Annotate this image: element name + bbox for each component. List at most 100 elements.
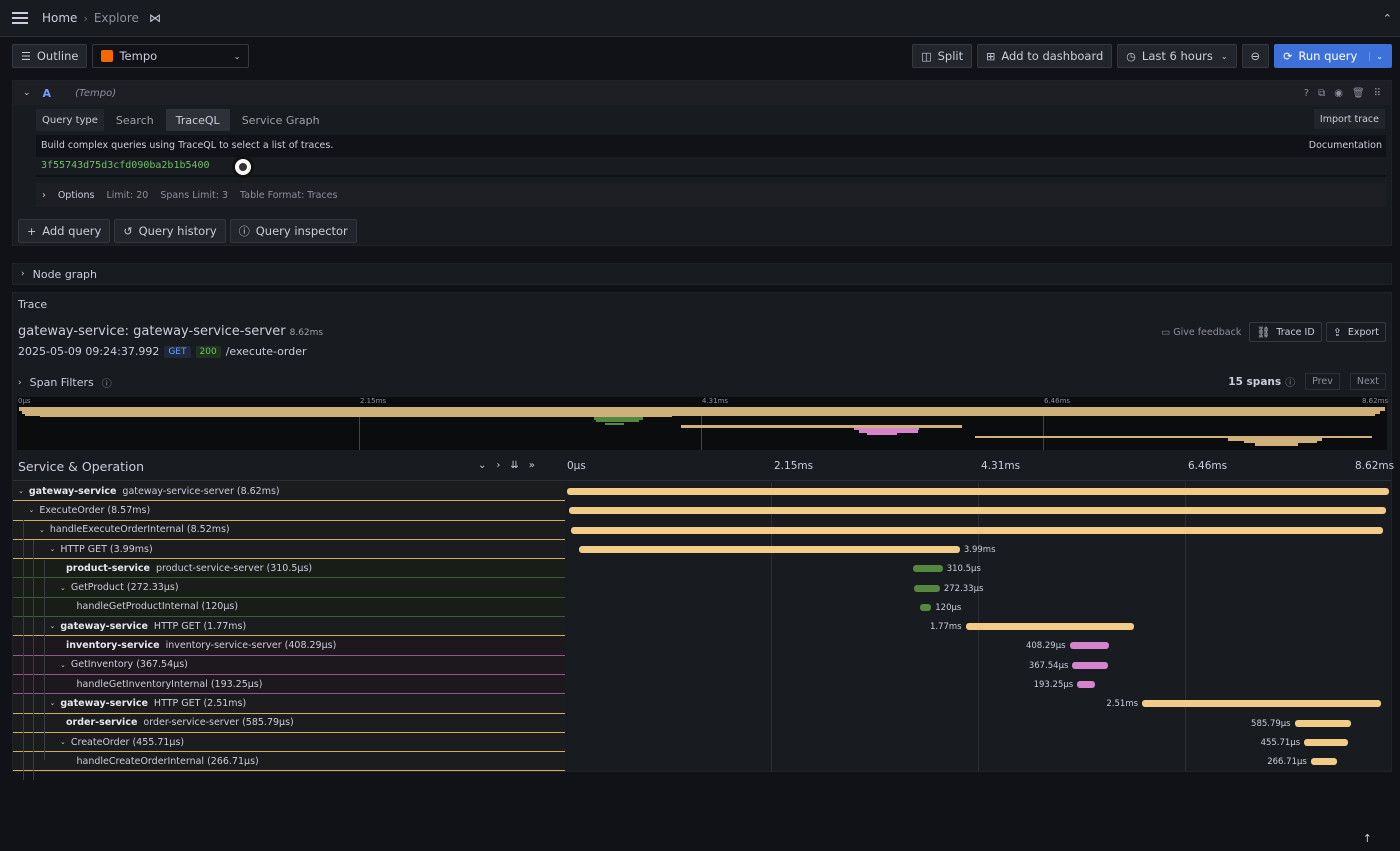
chevron-down-icon[interactable]: ⌄	[23, 88, 31, 98]
span-bar[interactable]	[579, 545, 960, 553]
span-bar[interactable]	[965, 623, 1135, 631]
next-button[interactable]: Next	[1349, 373, 1386, 390]
time-range-label: Last 6 hours	[1141, 49, 1213, 63]
tab-traceql[interactable]: TraceQL	[165, 109, 230, 131]
minimap-span-bar	[595, 420, 639, 423]
minimap-span-bar	[858, 430, 918, 433]
collapse-one-icon[interactable]: ⌄	[478, 460, 487, 471]
span-bar[interactable]	[570, 526, 1384, 534]
table-format-value: Table Format: Traces	[240, 189, 338, 201]
span-bar[interactable]	[568, 507, 1387, 515]
traceql-input[interactable]: 3f55743d75d3cfd090ba2b1b5400	[36, 157, 1386, 175]
trace-minimap[interactable]: 0μs 2.15ms 4.31ms 6.46ms 8.62ms	[17, 397, 1388, 450]
span-row[interactable]: ⌄ GetInventory (367.54μs)	[13, 655, 565, 675]
span-row[interactable]: handleGetInventoryInternal (193.25μs)	[13, 674, 565, 695]
span-duration-label: 367.54μs	[1028, 660, 1069, 671]
span-row[interactable]: ⌄ExecuteOrder (8.57ms)	[13, 501, 565, 521]
tab-search[interactable]: Search	[115, 113, 154, 127]
import-trace-button[interactable]: Import trace	[1313, 109, 1385, 129]
node-graph-section[interactable]: › Node graph	[12, 263, 1392, 285]
give-feedback-link[interactable]: ▭ Give feedback	[1161, 327, 1241, 338]
tab-service-graph[interactable]: Service Graph	[241, 113, 320, 127]
chevron-down-icon[interactable]: ⌄	[18, 487, 24, 496]
span-bar[interactable]	[1310, 758, 1337, 766]
help-icon[interactable]: ?	[1303, 87, 1310, 99]
chevron-down-icon[interactable]: ⌄	[39, 525, 45, 534]
spans-limit-value: Spans Limit: 3	[160, 189, 229, 201]
options-row[interactable]: › Options Limit: 20 Spans Limit: 3 Table…	[36, 183, 1386, 207]
minimap-span-bar	[25, 412, 1376, 417]
expand-all-icon[interactable]: »	[528, 460, 535, 471]
outline-button[interactable]: ☰Outline	[12, 44, 88, 68]
span-filters-toggle[interactable]: › Span Filters ⓘ	[18, 375, 112, 390]
span-row[interactable]: ⌄GetProduct (272.33μs)	[13, 578, 565, 598]
split-button[interactable]: ◫Split	[912, 44, 973, 68]
span-bar[interactable]	[1294, 719, 1351, 727]
list-icon: ☰	[21, 49, 31, 63]
chevron-down-icon[interactable]: ⌄	[60, 583, 66, 592]
span-row[interactable]: ⌄handleExecuteOrderInternal (8.52ms)	[13, 520, 565, 540]
span-duration-label: 310.5μs	[946, 564, 981, 575]
span-operation: handleGetProductInternal (120μs)	[76, 601, 239, 613]
span-bar[interactable]	[919, 603, 932, 611]
give-feedback-label: Give feedback	[1173, 326, 1242, 338]
span-row[interactable]: ⌄HTTP GET (3.99ms)	[13, 539, 565, 560]
drag-handle-icon[interactable]: ⠿	[1373, 87, 1381, 99]
span-row[interactable]: ⌄CreateOrder (455.71μs)	[13, 732, 565, 753]
chevron-down-icon[interactable]: ⌄	[1369, 51, 1383, 61]
add-query-button[interactable]: +Add query	[18, 219, 111, 243]
span-bar[interactable]	[1077, 681, 1096, 688]
eye-icon[interactable]: ◉	[1334, 87, 1343, 99]
chevron-down-icon[interactable]: ⌄	[49, 622, 56, 631]
span-bar[interactable]	[914, 584, 940, 592]
minimap-tick: 2.15ms	[360, 397, 387, 405]
span-row[interactable]: handleCreateOrderInternal (266.71μs)	[13, 752, 565, 772]
chevron-down-icon[interactable]: ⌄	[28, 506, 35, 515]
minimap-span-bar	[866, 433, 897, 436]
breadcrumb-home[interactable]: Home	[42, 11, 78, 25]
copy-icon[interactable]: ⧉	[1318, 87, 1326, 99]
chevron-down-icon[interactable]: ⌄	[49, 545, 56, 554]
collapse-all-icon[interactable]: ⇊	[510, 460, 519, 471]
prev-button[interactable]: Prev	[1305, 373, 1340, 390]
zoom-out-button[interactable]: ⊖	[1241, 44, 1270, 68]
span-bar[interactable]	[913, 565, 943, 573]
chevron-down-icon[interactable]: ⌄	[60, 660, 66, 669]
expand-one-icon[interactable]: ›	[496, 460, 501, 471]
trace-id-button[interactable]: ⛓Trace ID	[1249, 322, 1322, 342]
chevron-down-icon[interactable]: ⌄	[49, 699, 56, 708]
trash-icon[interactable]: 🗑	[1351, 87, 1365, 99]
chevron-down-icon[interactable]: ⌄	[60, 738, 66, 746]
trace-id-label: Trace ID	[1276, 326, 1315, 338]
span-operation: GetInventory (367.54μs)	[70, 659, 188, 671]
tempo-logo-icon	[101, 50, 114, 62]
time-range-picker[interactable]: ◷Last 6 hours⌄	[1117, 44, 1237, 68]
menu-icon[interactable]	[12, 9, 28, 27]
add-to-dashboard-button[interactable]: ⊞Add to dashboard	[977, 44, 1113, 68]
tree-guide-line	[33, 540, 34, 780]
span-bar[interactable]	[1072, 661, 1108, 669]
span-bar[interactable]	[1069, 642, 1109, 650]
query-letter[interactable]: A	[42, 86, 52, 100]
collapse-up-icon[interactable]: ⌃	[1382, 12, 1392, 25]
span-row[interactable]: handleGetProductInternal (120μs)	[13, 597, 565, 618]
run-query-button[interactable]: ⟳Run query⌄	[1274, 44, 1392, 68]
span-service: product-service	[66, 562, 150, 574]
span-bar[interactable]	[1142, 700, 1382, 708]
export-button[interactable]: ⇪Export	[1325, 322, 1386, 342]
query-history-button[interactable]: ↺Query history	[114, 219, 226, 243]
datasource-picker[interactable]: Tempo ⌄	[92, 44, 250, 68]
share-icon[interactable]: ⋈	[148, 11, 161, 25]
scroll-top-icon[interactable]: ↑	[1362, 832, 1372, 845]
documentation-link[interactable]: Documentation	[1308, 140, 1382, 151]
span-bar[interactable]	[1304, 738, 1348, 746]
span-service: gateway-service	[60, 697, 148, 709]
span-bar[interactable]	[567, 488, 1389, 495]
